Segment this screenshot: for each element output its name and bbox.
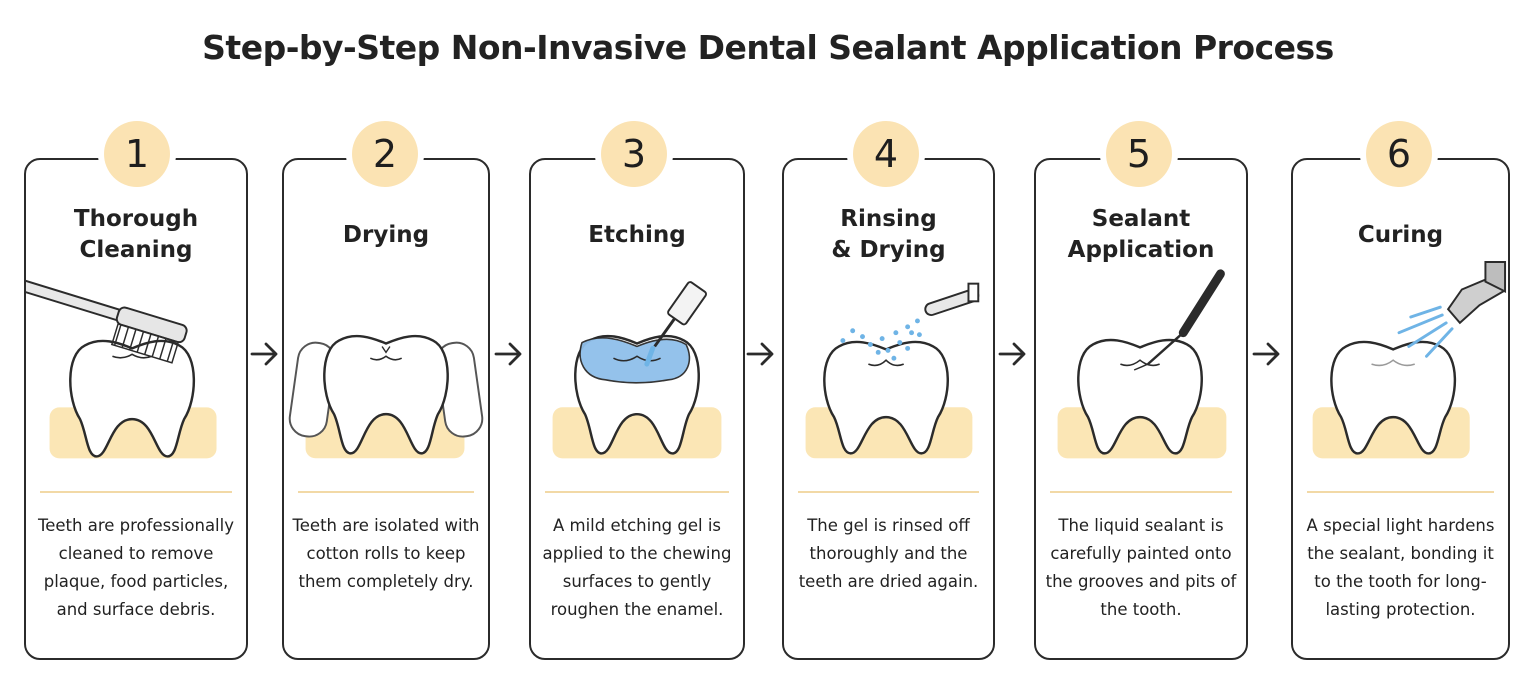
tooth-curing-illustration xyxy=(1312,261,1507,459)
step-card-4: Rinsing & Drying The gel is rinsed off t… xyxy=(782,158,995,660)
toothbrush-icon xyxy=(26,279,188,364)
arrow-icon xyxy=(494,342,522,366)
arrow-icon xyxy=(746,342,774,366)
tooth-cleaning-illustration xyxy=(26,279,217,459)
step-description-4: The gel is rinsed off thoroughly and the… xyxy=(798,516,979,591)
step-title-6: Curing xyxy=(1357,221,1444,248)
step-badge-6: 6 xyxy=(1366,121,1432,187)
step-divider xyxy=(298,491,474,493)
step-divider xyxy=(545,491,729,493)
tooth-sealant-illustration xyxy=(1057,269,1227,459)
step-description-3: A mild etching gel is applied to the che… xyxy=(542,516,732,619)
tooth-outline xyxy=(69,339,196,458)
step-title-3: Etching xyxy=(588,221,686,248)
tooth-rinsing-illustration xyxy=(805,282,980,459)
step-card-3: Etching A mild etching gel is applied to… xyxy=(529,158,745,660)
step-title-2: Drying xyxy=(342,221,430,248)
step-badge-1: 1 xyxy=(104,121,170,187)
step-description-6: A special light hardens the sealant, bon… xyxy=(1306,516,1495,619)
step-card-1: Thorough Cleaning Teeth are professional… xyxy=(24,158,248,660)
step-divider xyxy=(798,491,979,493)
page-title: Step-by-Step Non-Invasive Dental Sealant… xyxy=(202,28,1334,67)
step-title-5: Sealant Application xyxy=(1067,206,1215,263)
etching-gel xyxy=(579,337,691,384)
sealant-brush-icon xyxy=(1133,269,1225,371)
step-divider xyxy=(1307,491,1494,493)
arrow-icon xyxy=(998,342,1026,366)
step-title-4: Rinsing & Drying xyxy=(831,206,946,263)
step-card-6: Curing A special light hardens the seala… xyxy=(1291,158,1510,660)
step-card-2: Drying Teeth are isolated with cotton ro… xyxy=(282,158,490,660)
step-divider xyxy=(40,491,232,493)
tooth-outline xyxy=(823,340,949,455)
tooth-outline xyxy=(1077,338,1203,455)
step-badge-5: 5 xyxy=(1106,121,1172,187)
step-badge-2: 2 xyxy=(352,121,418,187)
step-description-5: The liquid sealant is carefully painted … xyxy=(1045,516,1237,619)
step-badge-4: 4 xyxy=(853,121,919,187)
tooth-outline xyxy=(323,334,449,455)
step-description-2: Teeth are isolated with cotton rolls to … xyxy=(292,516,480,591)
tooth-etching-illustration xyxy=(552,281,722,459)
step-card-5: Sealant Application The liquid sealant i… xyxy=(1034,158,1248,660)
arrow-icon xyxy=(250,342,278,366)
curing-light-icon xyxy=(1397,261,1507,358)
step-badge-3: 3 xyxy=(601,121,667,187)
step-title-1: Thorough Cleaning xyxy=(73,206,199,263)
step-divider xyxy=(1050,491,1232,493)
etching-syringe-icon xyxy=(644,281,707,367)
arrow-icon xyxy=(1252,342,1280,366)
tooth-drying-illustration xyxy=(288,334,484,459)
step-description-1: Teeth are professionally cleaned to remo… xyxy=(37,516,234,619)
water-spray-icon xyxy=(840,282,980,361)
